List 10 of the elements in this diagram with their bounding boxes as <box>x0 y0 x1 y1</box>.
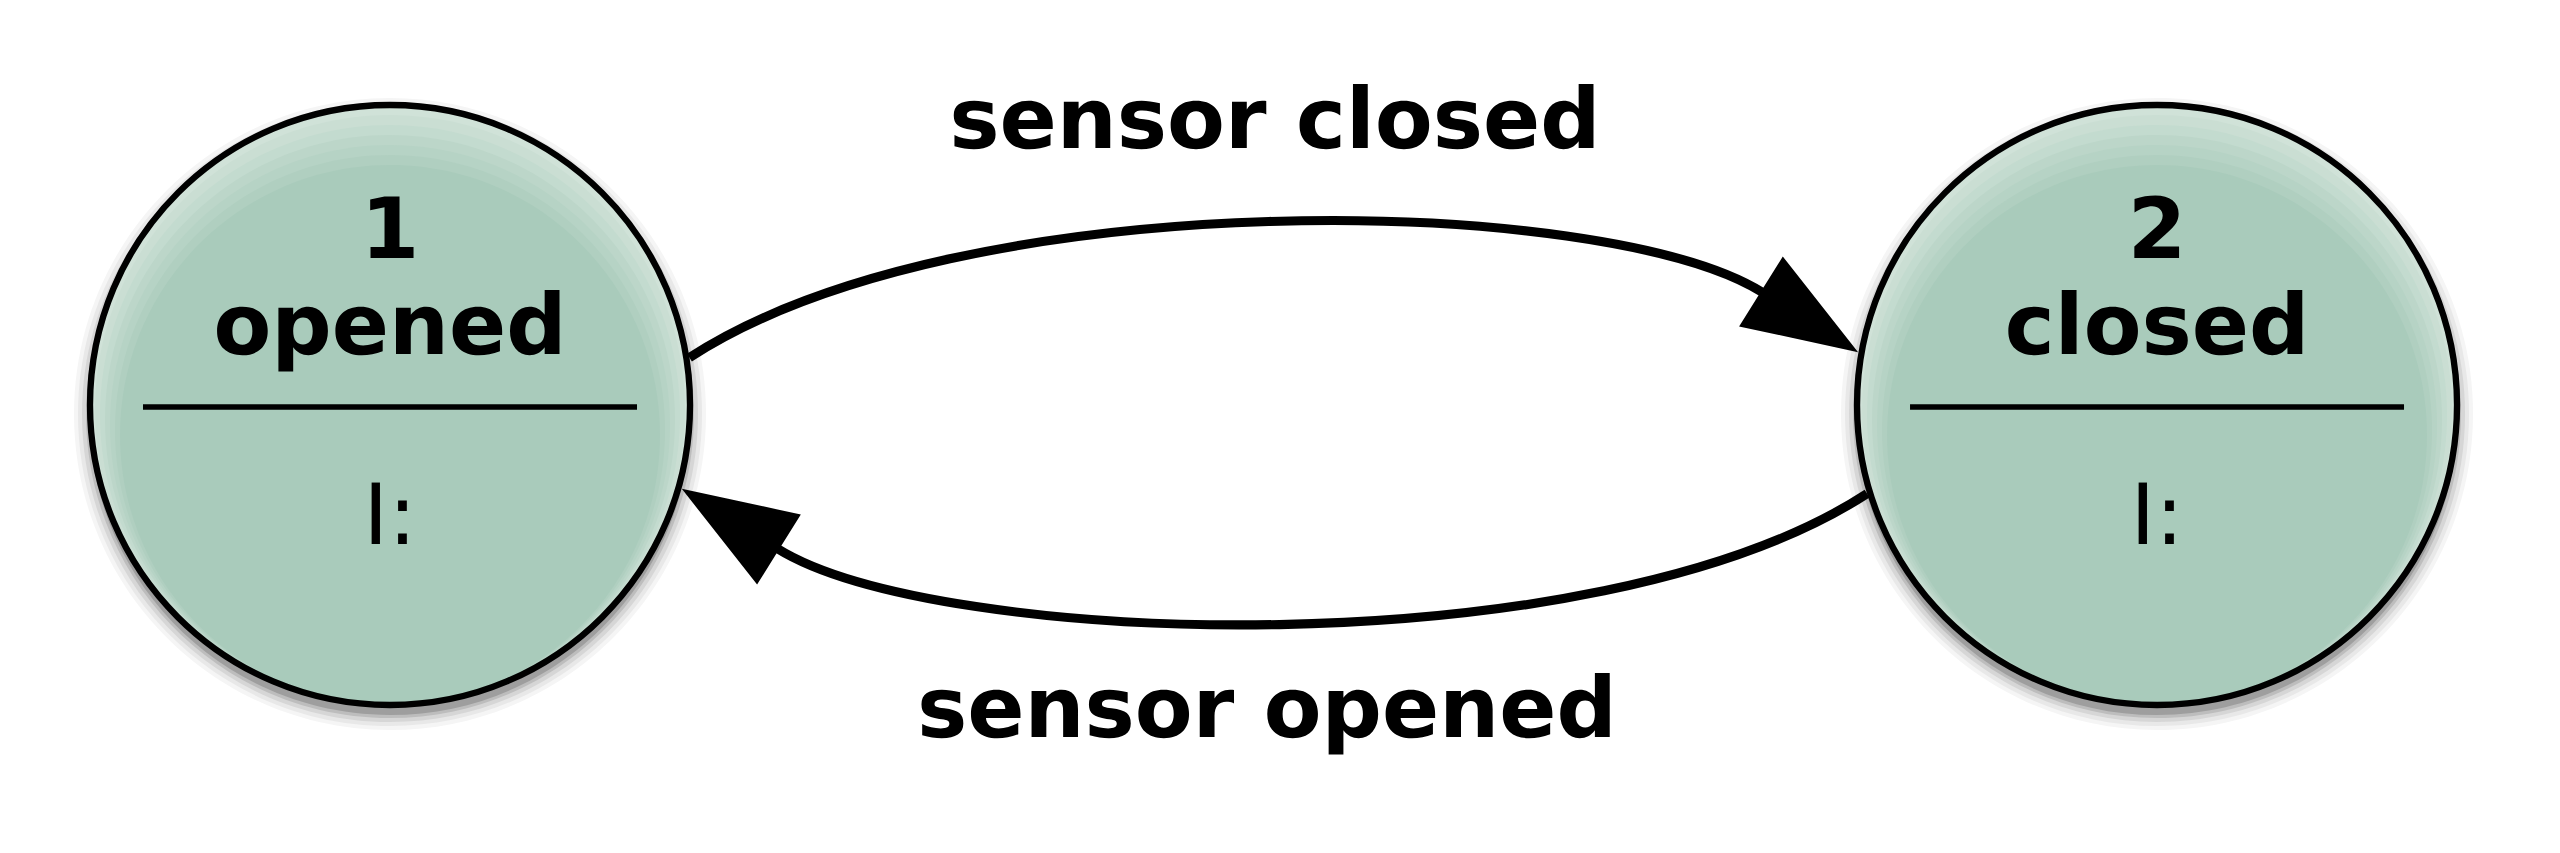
state-action: I: <box>2138 482 2174 544</box>
state-name: opened <box>217 289 560 372</box>
state-action: I: <box>371 482 407 544</box>
state-circle <box>74 98 706 730</box>
state-number: 1 <box>370 196 414 258</box>
state-number: 2 <box>2134 195 2180 258</box>
edge-label: sensor closed <box>942 76 1608 157</box>
edge-label: sensor opened <box>910 665 1624 762</box>
state-circle <box>1841 98 2473 730</box>
state-name: closed <box>2008 289 2303 356</box>
